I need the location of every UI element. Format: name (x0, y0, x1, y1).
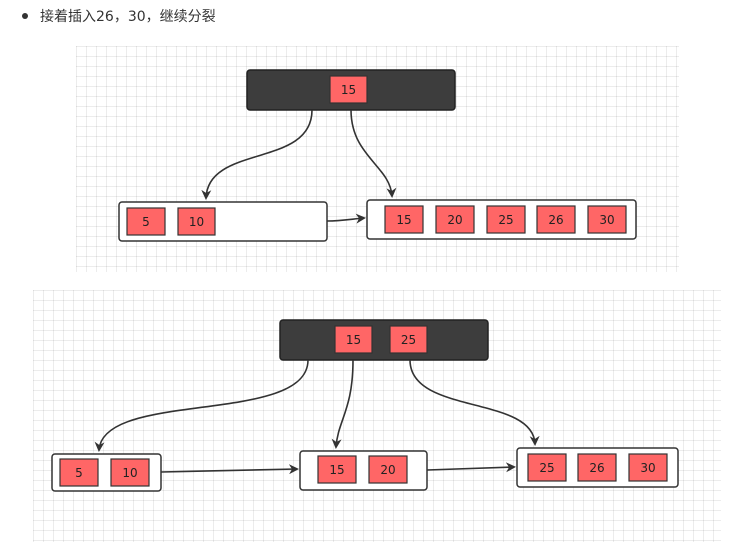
leaf2-key-2: 20 (368, 455, 408, 484)
svg-text:30: 30 (599, 213, 614, 227)
svg-text:25: 25 (498, 213, 513, 227)
btree-diagram-before-split: 15 5 10 15 20 25 26 (76, 46, 679, 272)
bullet-dot-icon (22, 13, 28, 19)
leaf3-key-3: 30 (628, 453, 668, 482)
edge-root-to-right-leaf (350, 109, 397, 198)
svg-text:15: 15 (396, 213, 411, 227)
leaf3-key-2: 26 (577, 453, 617, 482)
edge-left-leaf-to-right-leaf (326, 213, 366, 224)
svg-text:25: 25 (539, 461, 554, 475)
svg-text:15: 15 (346, 333, 361, 347)
edge-root-to-leaf-3 (409, 359, 540, 446)
right-leaf-key-2: 20 (435, 205, 475, 234)
left-leaf-key-1: 5 (126, 207, 166, 236)
leaf1-key-1: 5 (59, 458, 99, 487)
diagram-before-svg: 15 5 10 15 20 25 26 (118, 69, 637, 242)
svg-text:5: 5 (142, 215, 150, 229)
svg-text:15: 15 (329, 463, 344, 477)
root-key-1: 15 (334, 325, 373, 354)
right-leaf-key-4: 26 (536, 205, 576, 234)
svg-text:20: 20 (380, 463, 395, 477)
edge-root-to-leaf-1 (94, 359, 309, 452)
leaf3-key-1: 25 (527, 453, 567, 482)
right-leaf-key-1: 15 (384, 205, 424, 234)
edge-root-to-leaf-2 (331, 359, 354, 449)
svg-text:10: 10 (122, 466, 137, 480)
root-node (279, 319, 489, 361)
edge-leaf1-to-leaf2 (160, 464, 299, 475)
svg-text:25: 25 (401, 333, 416, 347)
right-leaf-key-5: 30 (587, 205, 627, 234)
edge-root-to-left-leaf (201, 109, 313, 200)
svg-text:26: 26 (548, 213, 563, 227)
edge-leaf2-to-leaf3 (426, 462, 516, 473)
bullet-text: 接着插入26，30，继续分裂 (40, 9, 216, 25)
left-leaf-key-2: 10 (177, 207, 216, 236)
right-leaf-key-3: 25 (486, 205, 526, 234)
svg-text:26: 26 (589, 461, 604, 475)
diagram-after-svg: 15 25 5 10 15 20 25 (51, 319, 679, 492)
bullet-item: 接着插入26，30，继续分裂 (22, 4, 216, 28)
svg-text:10: 10 (189, 215, 204, 229)
root-key-2: 25 (389, 325, 428, 354)
leaf1-key-2: 10 (110, 458, 150, 487)
svg-text:30: 30 (640, 461, 655, 475)
root-key-1: 15 (329, 75, 368, 104)
btree-diagram-after-split: 15 25 5 10 15 20 25 (33, 290, 721, 542)
svg-text:20: 20 (447, 213, 462, 227)
svg-text:5: 5 (75, 466, 83, 480)
svg-text:15: 15 (341, 83, 356, 97)
leaf2-key-1: 15 (317, 455, 357, 484)
